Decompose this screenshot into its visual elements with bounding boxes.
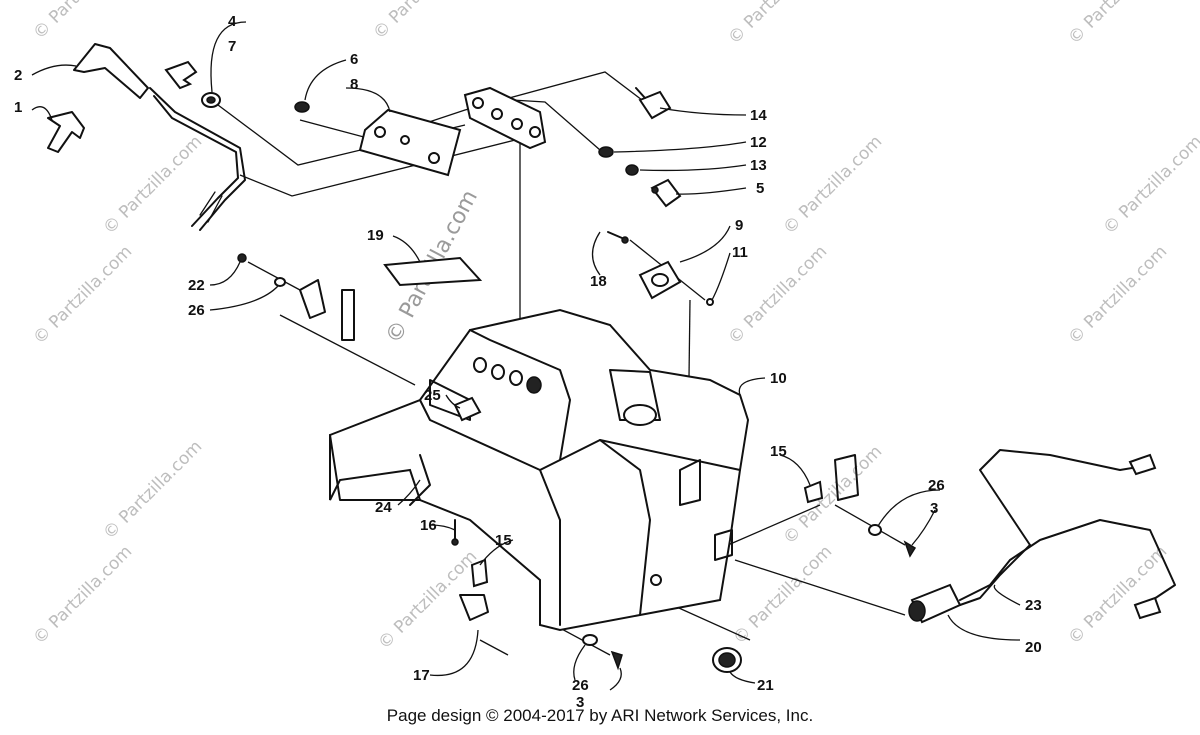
callout-19: 19 bbox=[367, 227, 384, 244]
callout-11: 11 bbox=[732, 244, 748, 261]
callout-1: 1 bbox=[14, 99, 22, 116]
watermark-text: © Partzilla.com bbox=[99, 132, 206, 239]
part-bracket-right bbox=[834, 454, 859, 501]
watermark-text: © Partzilla.com bbox=[724, 0, 831, 49]
part-7-nut bbox=[201, 92, 221, 108]
part-15-clip-left bbox=[470, 558, 489, 588]
callout-16: 16 bbox=[420, 517, 437, 534]
callout-17: 17 bbox=[413, 667, 430, 684]
part-26-washer-right bbox=[868, 524, 882, 536]
part-17-bracket bbox=[459, 594, 489, 621]
part-4-knob bbox=[164, 60, 198, 90]
part-8-switch-plate bbox=[358, 108, 462, 177]
part-3-screw-bottom bbox=[610, 650, 623, 671]
callout-14: 14 bbox=[750, 107, 767, 124]
part-bracket-upper bbox=[463, 86, 547, 150]
watermark-text: © Partzilla.com bbox=[29, 0, 136, 44]
callout-8: 8 bbox=[350, 76, 358, 93]
watermark-text: © Partzilla.com bbox=[369, 0, 476, 44]
part-16-screw bbox=[451, 519, 459, 546]
part-15-clip-right bbox=[803, 480, 824, 504]
part-9-gasket bbox=[638, 260, 682, 300]
part-21-grommet bbox=[712, 647, 742, 673]
watermark-text: © Partzilla.com bbox=[779, 132, 886, 239]
callout-23: 23 bbox=[1025, 597, 1042, 614]
callout-numbers: 1 2 4 7 6 8 14 12 13 5 9 11 18 19 22 26 … bbox=[14, 13, 1042, 711]
callout-15-left: 15 bbox=[495, 532, 512, 549]
callout-26-bottom: 26 bbox=[572, 677, 589, 694]
watermark-text: © Partzilla.com bbox=[99, 437, 206, 544]
callout-10: 10 bbox=[770, 370, 787, 387]
part-5-switch bbox=[650, 178, 682, 208]
callout-21: 21 bbox=[757, 677, 774, 694]
watermark-text: © Partzilla.com bbox=[729, 542, 836, 649]
part-2-throttle-lever bbox=[73, 43, 246, 231]
part-18-screw bbox=[607, 231, 629, 244]
page-footer: Page design © 2004-2017 by ARI Network S… bbox=[386, 706, 814, 725]
callout-13: 13 bbox=[750, 157, 767, 174]
callout-15-right: 15 bbox=[770, 443, 787, 460]
callout-24: 24 bbox=[375, 499, 392, 516]
part-20-socket bbox=[908, 583, 962, 624]
part-22-screw bbox=[237, 253, 247, 263]
callout-25: 25 bbox=[424, 387, 441, 404]
part-24-harness bbox=[409, 454, 431, 506]
part-11-nut bbox=[706, 298, 714, 306]
callout-22: 22 bbox=[188, 277, 205, 294]
part-12-washer bbox=[598, 146, 614, 158]
callout-5: 5 bbox=[756, 180, 764, 197]
callout-3-bottom: 3 bbox=[576, 694, 584, 711]
callout-2: 2 bbox=[14, 67, 22, 84]
part-23-wiring-harness bbox=[959, 449, 1176, 620]
part-25-clip bbox=[453, 396, 482, 422]
callout-18: 18 bbox=[590, 273, 607, 290]
part-26-washer-left bbox=[274, 277, 286, 287]
callout-7: 7 bbox=[228, 38, 236, 55]
part-3-screw-right bbox=[903, 540, 917, 558]
watermark-text: © Partzilla.com bbox=[1064, 242, 1171, 349]
callout-20: 20 bbox=[1025, 639, 1042, 656]
part-14-toggle-switch bbox=[635, 87, 672, 120]
watermark-text: © Partzilla.com bbox=[29, 242, 136, 349]
part-1-bracket bbox=[47, 111, 85, 153]
callout-3-right: 3 bbox=[930, 500, 938, 517]
watermark-text: © Partzilla.com bbox=[1064, 0, 1171, 49]
callout-12: 12 bbox=[750, 134, 767, 151]
callout-leaders bbox=[31, 21, 1021, 691]
watermark-text: © Partzilla.com bbox=[29, 542, 136, 649]
part-bracket-left bbox=[299, 279, 355, 341]
part-19-decal bbox=[383, 256, 483, 287]
part-13-nut bbox=[625, 164, 639, 176]
callout-26-right: 26 bbox=[928, 477, 945, 494]
part-6-grommet bbox=[294, 101, 310, 113]
callout-9: 9 bbox=[735, 217, 743, 234]
callout-26-left: 26 bbox=[188, 302, 205, 319]
callout-6: 6 bbox=[350, 51, 358, 68]
part-26-washer-bottom bbox=[582, 634, 598, 646]
watermark-text: © Partzilla.com bbox=[1099, 132, 1200, 239]
callout-4: 4 bbox=[228, 13, 237, 30]
part-10-console-housing bbox=[329, 308, 750, 632]
watermark-text: © Partzilla.com bbox=[1064, 542, 1171, 649]
watermark-text: © Partzilla.com bbox=[374, 547, 481, 654]
